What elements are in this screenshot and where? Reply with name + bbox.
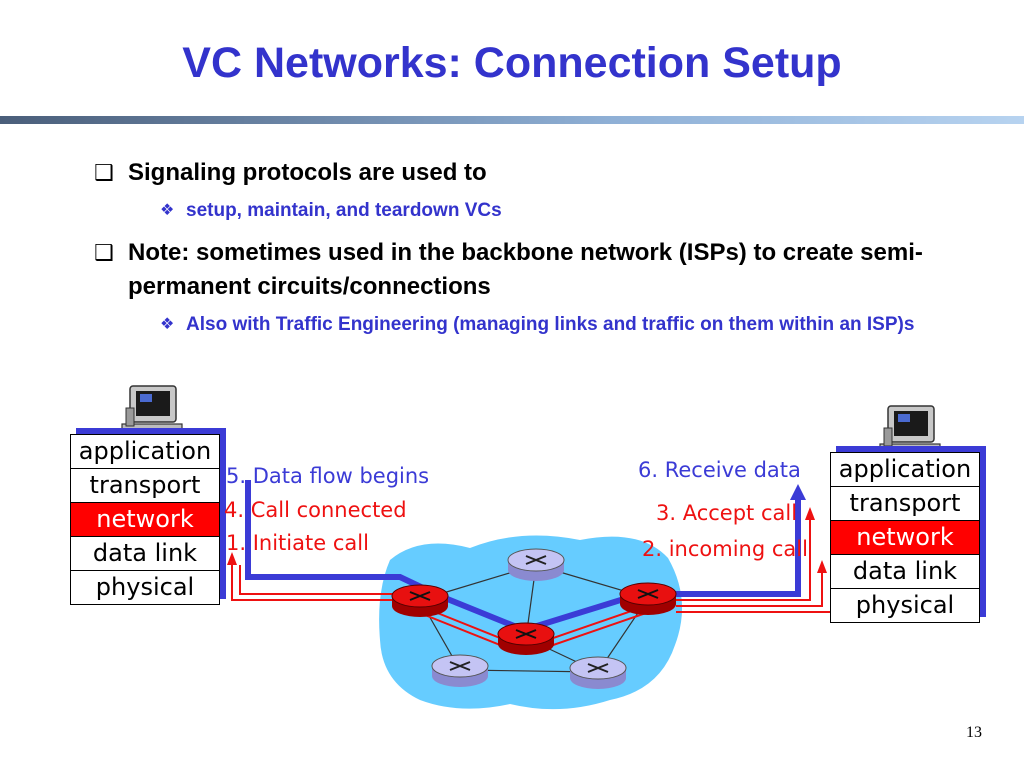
layer-transport: transport — [71, 468, 219, 502]
layer-application: application — [78, 437, 212, 465]
router-red-right — [619, 582, 677, 615]
layer-physical: physical — [71, 570, 219, 604]
bullet-2: Note: sometimes used in the backbone net… — [128, 239, 923, 300]
router-lavender-bottom-right — [569, 656, 627, 689]
data-path — [245, 480, 801, 634]
router-red-center — [497, 622, 555, 655]
bullet-1-sub-1: setup, maintain, and teardown VCs — [186, 200, 502, 221]
right-protocol-stack: application transport network data link … — [830, 452, 980, 623]
router-red-left — [391, 584, 449, 617]
label-accept-call: 3. Accept call — [656, 501, 798, 525]
bullet-2-sub-1: Also with Traffic Engineering (managing … — [186, 314, 915, 335]
layer-network: network — [831, 520, 979, 554]
computer-icon — [121, 385, 183, 435]
layer-application: application — [838, 455, 972, 483]
router-lavender-top — [507, 548, 565, 581]
data-arrowhead — [790, 484, 806, 500]
label-receive-data: 6. Receive data — [638, 458, 801, 482]
layer-physical: physical — [831, 588, 979, 622]
title-divider — [0, 116, 1024, 124]
diamond-bullet-icon: ❖ — [160, 202, 175, 219]
layer-network: network — [71, 502, 219, 536]
label-incoming-call: 2. incoming call — [642, 537, 808, 561]
label-call-connected: 4. Call connected — [224, 498, 407, 522]
layer-transport: transport — [831, 486, 979, 520]
slide-title: VC Networks: Connection Setup — [182, 39, 842, 87]
computer-icon — [879, 405, 941, 455]
label-initiate-call: 1. Initiate call — [226, 531, 369, 555]
layer-data-link: data link — [831, 554, 979, 588]
page-number: 13 — [966, 724, 982, 741]
left-protocol-stack: application transport network data link … — [70, 434, 220, 605]
checkbox-bullet-icon: ❑ — [94, 240, 114, 265]
label-data-flow: 5. Data flow begins — [226, 464, 430, 488]
bullet-1: Signaling protocols are used to — [128, 159, 487, 186]
layer-data-link: data link — [71, 536, 219, 570]
signal-arrowheads — [227, 507, 827, 573]
signaling-paths — [231, 517, 830, 654]
diamond-bullet-icon: ❖ — [160, 316, 175, 333]
router-lavender-bottom-left — [431, 654, 489, 687]
checkbox-bullet-icon: ❑ — [94, 160, 114, 185]
